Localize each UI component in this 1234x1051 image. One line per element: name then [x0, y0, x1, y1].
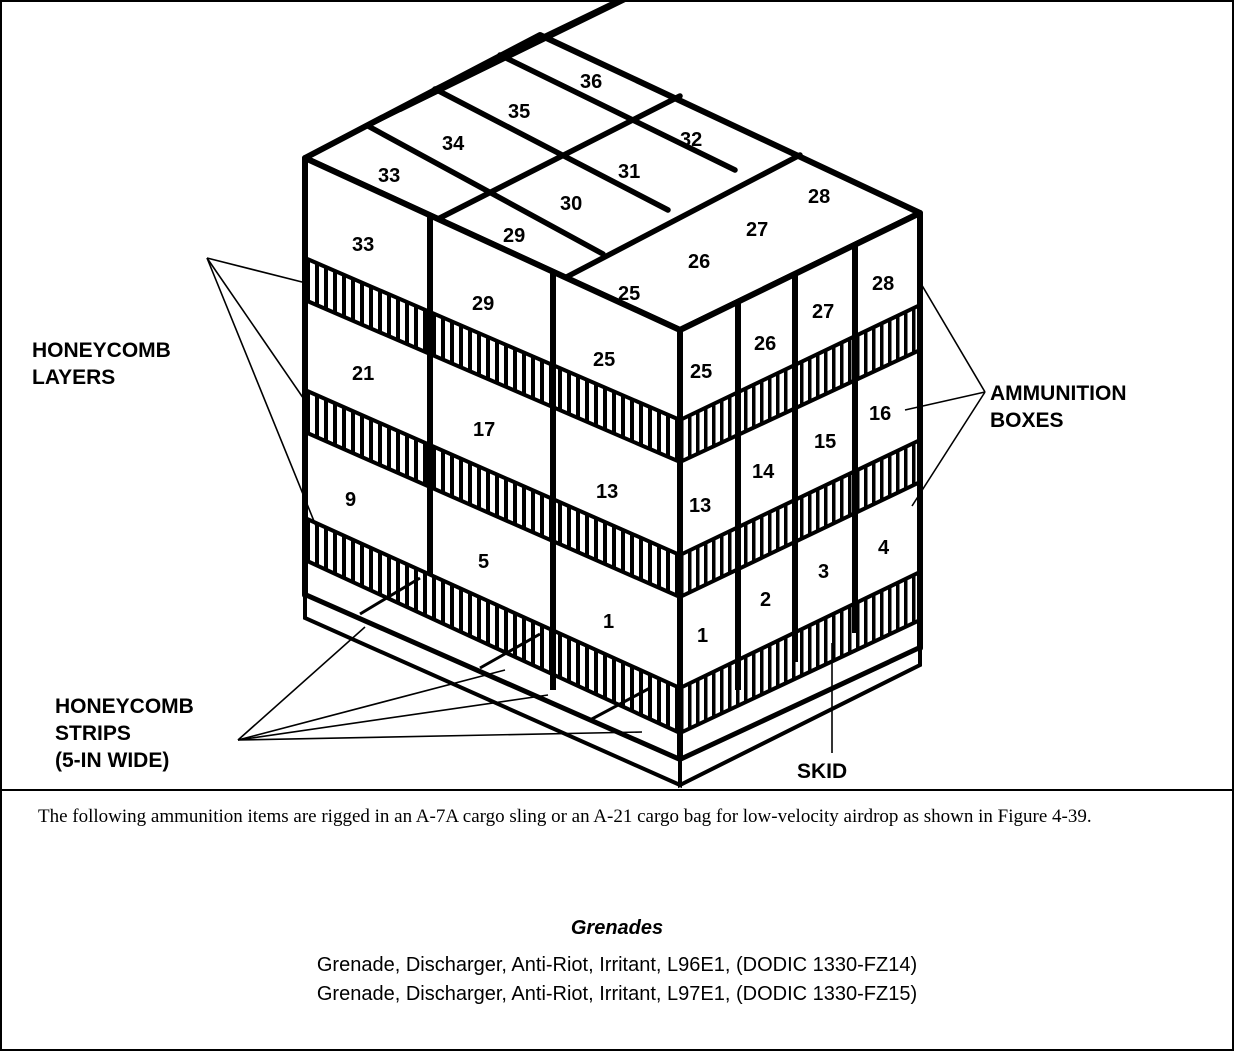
skid-label: SKID [797, 760, 848, 783]
box-number: 14 [752, 461, 775, 483]
box-number: 32 [680, 129, 702, 151]
leader-lines [206, 257, 986, 753]
box-number: 16 [869, 403, 891, 425]
section-divider [0, 789, 1234, 791]
grenade-item: Grenade, Discharger, Anti-Riot, Irritant… [316, 954, 918, 976]
box-number: 33 [352, 234, 374, 256]
box-number: 25 [618, 283, 640, 305]
text-section: The following ammunition items are rigge… [0, 792, 1234, 1049]
label-line: AMMUNITION [990, 382, 1127, 405]
box-number: 3 [818, 561, 829, 583]
box-number: 36 [580, 71, 602, 93]
section-heading: Grenades [570, 917, 664, 939]
label-line: (5-IN WIDE) [55, 749, 170, 772]
top-box-numbers: 36 35 32 34 31 33 30 28 29 27 26 25 [378, 71, 830, 305]
label-line: HONEYCOMB [55, 695, 194, 718]
box-number: 1 [697, 625, 708, 647]
box-number: 26 [688, 251, 710, 273]
box-number: 28 [808, 186, 830, 208]
box-number: 29 [472, 293, 494, 315]
box-number: 4 [878, 537, 890, 559]
box-number: 31 [618, 161, 640, 183]
box-number: 15 [814, 431, 836, 453]
grenade-item: Grenade, Discharger, Anti-Riot, Irritant… [316, 983, 918, 1005]
box-number: 34 [442, 133, 465, 155]
intro-paragraph: The following ammunition items are rigge… [38, 806, 1092, 827]
label-line: HONEYCOMB [32, 339, 171, 362]
box-number: 33 [378, 165, 400, 187]
ammunition-pallet-illustration: 36 35 32 34 31 33 30 28 29 27 26 25 33 2… [206, 0, 986, 789]
box-number: 9 [345, 489, 356, 511]
box-number: 17 [473, 419, 495, 441]
box-number: 29 [503, 225, 525, 247]
box-number: 21 [352, 363, 374, 385]
box-number: 25 [593, 349, 615, 371]
box-number: 27 [812, 301, 834, 323]
honeycomb-layers-label: HONEYCOMB LAYERS [32, 337, 171, 391]
label-line: BOXES [990, 409, 1064, 432]
box-number: 25 [690, 361, 712, 383]
box-number: 2 [760, 589, 771, 611]
front-box-numbers: 33 29 25 21 17 25 9 13 5 1 [345, 234, 712, 633]
box-number: 5 [478, 551, 489, 573]
label-line: STRIPS [55, 722, 131, 745]
box-number: 27 [746, 219, 768, 241]
box-number: 28 [872, 273, 894, 295]
box-number: 13 [689, 495, 711, 517]
box-number: 13 [596, 481, 618, 503]
box-number: 35 [508, 101, 530, 123]
side-box-numbers: 28 27 26 16 15 14 13 4 3 2 1 [689, 273, 894, 647]
ammunition-boxes-label: AMMUNITION BOXES [990, 380, 1126, 434]
honeycomb-strips-label: HONEYCOMB STRIPS (5-IN WIDE) [55, 693, 194, 774]
box-number: 26 [754, 333, 776, 355]
box-number: 1 [603, 611, 614, 633]
label-line: LAYERS [32, 366, 116, 389]
box-number: 30 [560, 193, 582, 215]
